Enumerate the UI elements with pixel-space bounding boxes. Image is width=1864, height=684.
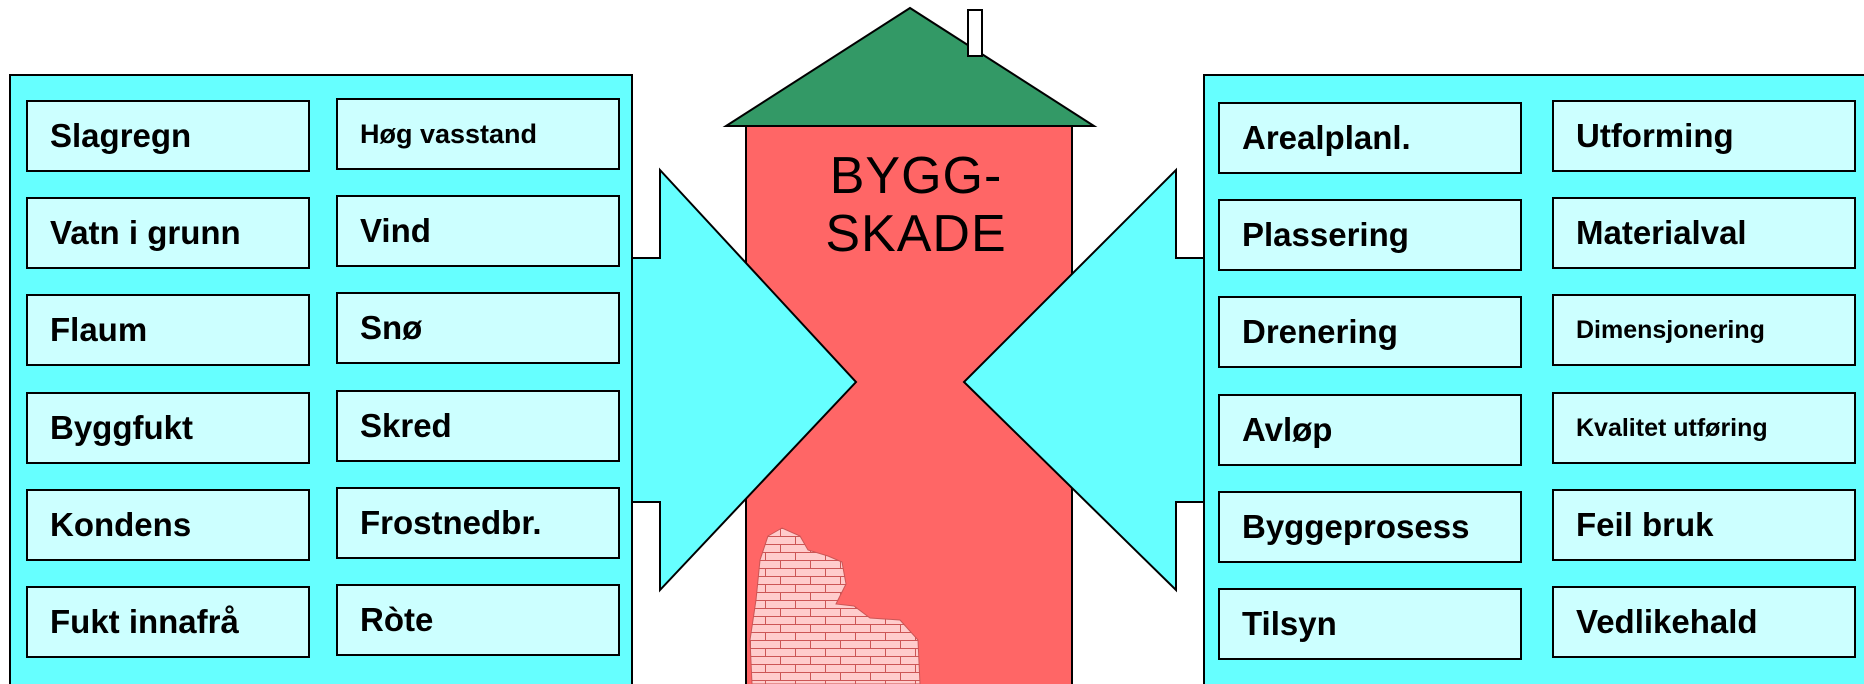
right-factor-box: Tilsyn (1218, 588, 1522, 660)
left-factor-box: Ròte (336, 584, 620, 656)
roof (722, 6, 1098, 127)
left-factor-box: Byggfukt (26, 392, 310, 464)
right-factor-box: Avløp (1218, 394, 1522, 466)
right-factor-box: Vedlikehald (1552, 586, 1856, 658)
left-factor-box: Flaum (26, 294, 310, 366)
right-panel (1203, 74, 1864, 684)
brick-damage (749, 527, 921, 684)
left-factor-box: Skred (336, 390, 620, 462)
right-factor-box: Feil bruk (1552, 489, 1856, 561)
right-factor-box: Dimensjonering (1552, 294, 1856, 366)
left-panel (9, 74, 633, 684)
left-factor-box: Vatn i grunn (26, 197, 310, 269)
right-arrow (962, 167, 1205, 593)
right-factor-box: Byggeprosess (1218, 491, 1522, 563)
right-factor-box: Plassering (1218, 199, 1522, 271)
left-factor-box: Høg vasstand (336, 98, 620, 170)
center-label-line1: BYGG- (829, 147, 1003, 205)
left-factor-box: Vind (336, 195, 620, 267)
left-arrow (631, 167, 858, 593)
right-factor-box: Kvalitet utføring (1552, 392, 1856, 464)
left-factor-box: Slagregn (26, 100, 310, 172)
right-factor-box: Utforming (1552, 100, 1856, 172)
left-factor-box: Fukt innafrå (26, 586, 310, 658)
right-factor-box: Materialval (1552, 197, 1856, 269)
left-factor-box: Snø (336, 292, 620, 364)
right-factor-box: Drenering (1218, 296, 1522, 368)
center-label-line2: SKADE (825, 205, 1007, 263)
right-factor-box: Arealplanl. (1218, 102, 1522, 174)
left-factor-box: Kondens (26, 489, 310, 561)
left-factor-box: Frostnedbr. (336, 487, 620, 559)
chimney (967, 9, 983, 57)
